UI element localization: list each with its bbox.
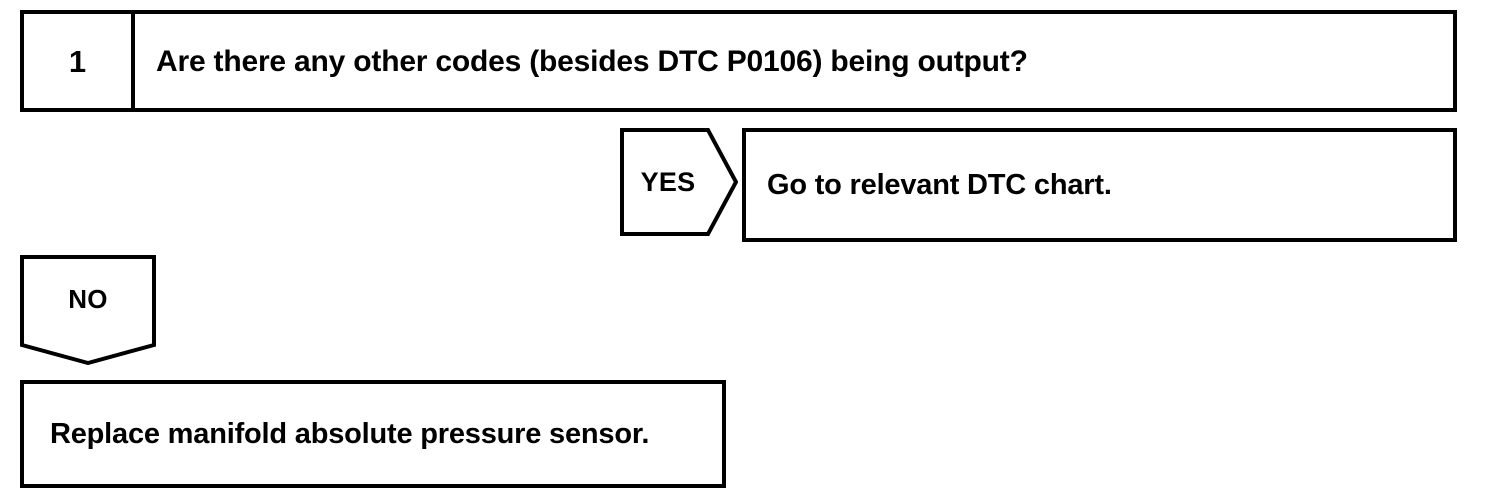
pentagon-right-icon <box>620 128 738 236</box>
result-box-yes: Go to relevant DTC chart. <box>742 128 1457 242</box>
step-number: 1 <box>68 43 87 79</box>
branch-yes: YES <box>620 128 738 236</box>
branch-yes-label: YES <box>640 166 696 197</box>
step-row: 1 Are there any other codes (besides DTC… <box>20 10 1457 112</box>
result-yes-text: Go to relevant DTC chart. <box>767 168 1112 201</box>
step-number-cell: 1 <box>24 14 135 108</box>
result-box-no: Replace manifold absolute pressure senso… <box>20 380 726 488</box>
branch-no-label: NO <box>68 283 108 314</box>
pentagon-down-icon <box>20 255 156 365</box>
step-question-text: Are there any other codes (besides DTC P… <box>156 44 1028 78</box>
result-no-text: Replace manifold absolute pressure senso… <box>50 417 650 450</box>
branch-no: NO <box>20 255 156 365</box>
step-question-cell: Are there any other codes (besides DTC P… <box>135 14 1453 108</box>
